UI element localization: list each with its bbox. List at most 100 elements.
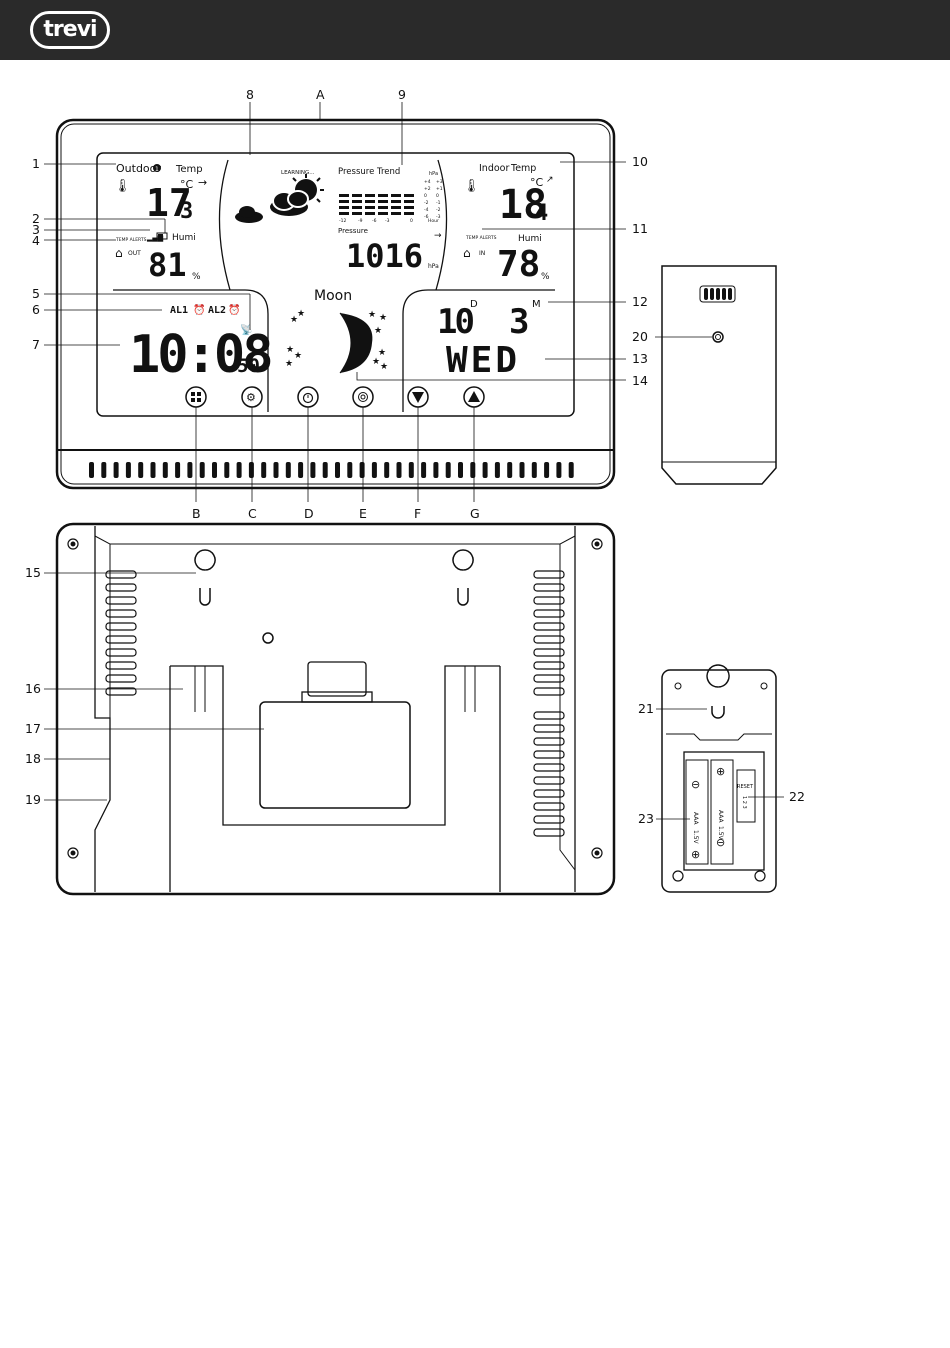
vent-slot (199, 462, 205, 478)
svg-text:+1: +1 (436, 186, 443, 192)
svg-text:★: ★ (374, 326, 382, 336)
svg-text:+2: +2 (424, 186, 431, 192)
indoor-label: Indoor (479, 163, 509, 174)
callout-5: 5 (32, 286, 40, 301)
down-button[interactable] (407, 386, 429, 408)
vent-slot (347, 462, 353, 478)
sensor-front (655, 265, 777, 485)
indoor-humi-percent: % (541, 272, 550, 282)
vent-slot (101, 462, 107, 478)
back-vent-slot (105, 596, 137, 605)
moon-label: Moon (314, 288, 352, 304)
vent-slot (421, 462, 427, 478)
callout-d: D (304, 506, 314, 521)
main-unit-back (55, 522, 616, 896)
outdoor-humidity: 81 (148, 246, 187, 284)
wall-hanger-right (452, 549, 474, 606)
up-button[interactable] (463, 386, 485, 408)
vent-slot (335, 462, 340, 478)
callout-15: 15 (25, 565, 41, 580)
back-vent-slot (533, 802, 565, 811)
callout-23: 23 (638, 811, 654, 826)
vent-slot (458, 462, 463, 478)
plus-terminal-icon-2: ⊕ (716, 765, 725, 778)
back-vent-slot (533, 687, 565, 696)
vent-slot (396, 462, 402, 478)
battery-cover (259, 701, 411, 809)
outdoor-label: Outdoor (116, 162, 161, 175)
vent-slot (544, 462, 550, 478)
pressure-unit: hPa (428, 263, 439, 270)
svg-text:-6: -6 (372, 218, 377, 224)
reset-label: RESET (737, 784, 754, 790)
pressure-history-bars (339, 194, 414, 215)
mode-button[interactable] (185, 386, 207, 408)
vent-slot (507, 462, 513, 478)
callout-2: 2 (32, 211, 40, 226)
back-vent-slot (533, 737, 565, 746)
vent-slot (89, 462, 94, 478)
speaker-grille (699, 285, 736, 303)
gear-icon: ⚙ (246, 391, 256, 404)
back-vent-slot (533, 583, 565, 592)
channel-indicator (153, 164, 161, 172)
arrow-down-icon (412, 392, 424, 403)
time-display: 10:08 (129, 325, 271, 385)
svg-text:-2: -2 (424, 200, 429, 206)
indoor-temp-dec: 4 (535, 201, 548, 226)
svg-text:★: ★ (378, 348, 386, 358)
minus-terminal-icon: ⊖ (691, 778, 700, 791)
day-display: 10 (437, 302, 473, 342)
table-stand (170, 665, 500, 826)
indoor-thermometer-icon: 🌡 (463, 178, 480, 194)
back-vent-slot (533, 635, 565, 644)
back-vent-slot (105, 687, 137, 696)
callout-19: 19 (25, 792, 41, 807)
back-vent-slot (533, 711, 565, 720)
svg-text:+4: +4 (424, 179, 431, 185)
back-vent-slot (533, 776, 565, 785)
trend-arrow-icon: → (198, 176, 207, 189)
vent-slot (150, 462, 156, 478)
wall-hanger-left (194, 549, 216, 606)
svg-text:+3: +3 (436, 179, 443, 185)
vent-slot (138, 462, 144, 478)
alarm1-label: AL1 (170, 305, 188, 316)
back-callouts: 15 16 17 18 19 (25, 565, 41, 807)
channel-switch[interactable]: 1 2 3 (741, 796, 747, 809)
callout-17: 17 (25, 721, 41, 736)
callout-c: C (248, 506, 257, 521)
vent-slot (556, 462, 562, 478)
sensor-battery-labels: ⊖ ⊕ ⊕ ⊖ AAA 1.5V AAA 1.5V RESET 1 2 3 (691, 765, 754, 861)
vent-slot (125, 462, 131, 478)
back-vent-slot (105, 674, 137, 683)
callout-13: 13 (632, 351, 648, 366)
vent-slots (89, 462, 574, 478)
vent-slot (445, 462, 451, 478)
callout-g: G (470, 506, 480, 521)
outdoor-temp-label: Temp (175, 164, 203, 175)
callout-a: A (316, 87, 325, 102)
channel-number: 1 (155, 166, 159, 173)
pressure-trend-label: Pressure Trend (338, 167, 400, 177)
sensor-wall-hanger (706, 664, 730, 719)
sensor-led (712, 331, 724, 343)
svg-text:★: ★ (285, 359, 293, 369)
month-marker: M (532, 299, 541, 310)
svg-text:Hour: Hour (428, 218, 439, 224)
sensor-back (661, 664, 777, 893)
thermometer-icon: 🌡 (114, 178, 131, 194)
svg-text:★: ★ (294, 351, 302, 361)
settings-button[interactable]: ⚙ (241, 386, 263, 408)
in-label: IN (479, 250, 485, 257)
rcc-button[interactable] (352, 386, 374, 408)
cloud-icon (235, 206, 263, 223)
vent-slot (162, 462, 168, 478)
signal-icon: ▂▄▆ (146, 234, 164, 242)
back-vent-slot (533, 724, 565, 733)
svg-text:★: ★ (372, 357, 380, 367)
learning-text: LEARNING... (281, 170, 315, 176)
alarm-button[interactable] (297, 386, 319, 408)
vent-slot (482, 462, 488, 478)
callout-20: 20 (632, 329, 648, 344)
